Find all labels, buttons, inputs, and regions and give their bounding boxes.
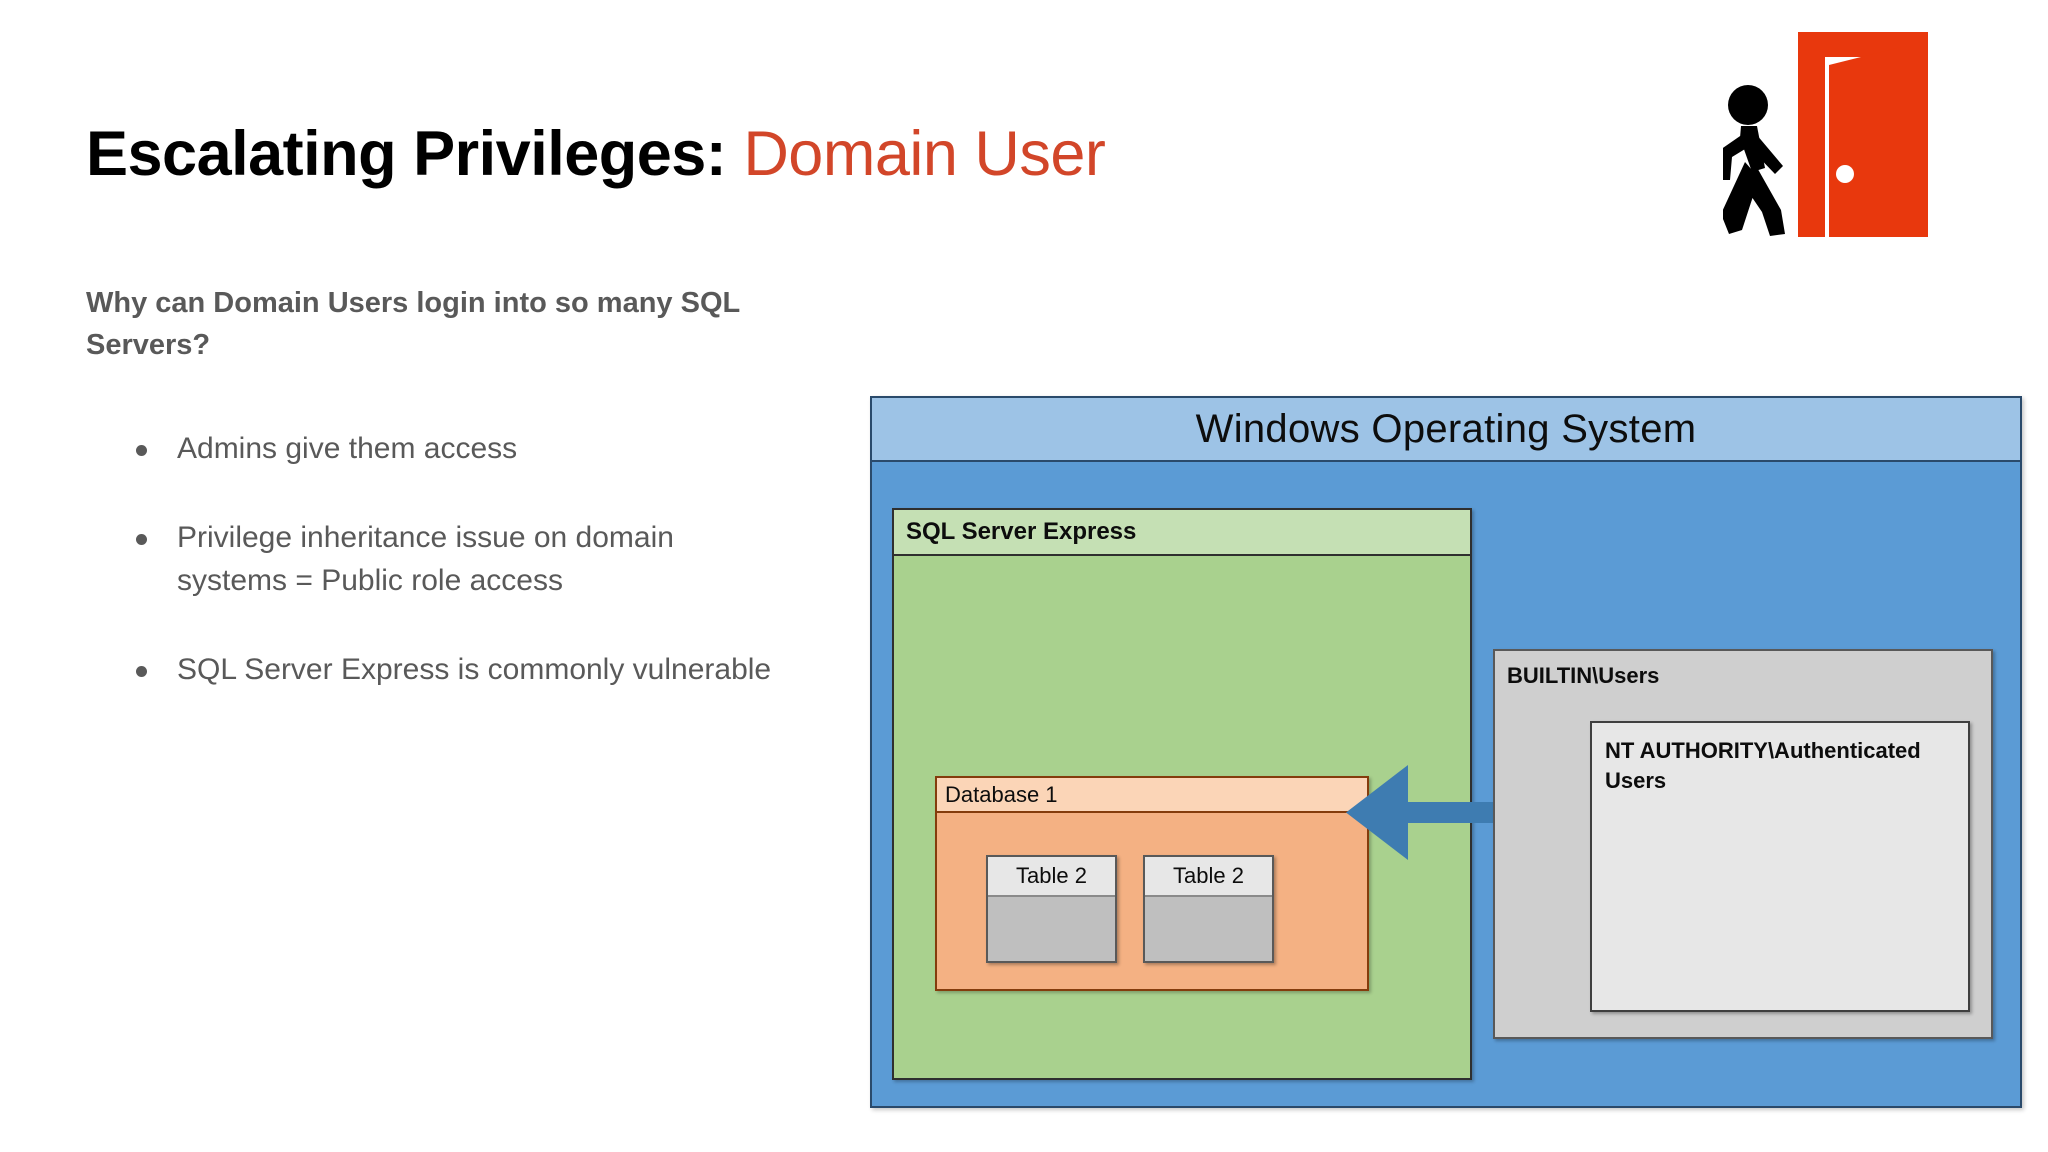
bullet-list: Admins give them access Privilege inheri… (136, 428, 776, 738)
bullet-dot-icon (136, 665, 147, 677)
sql-server-express-label: SQL Server Express (894, 510, 1470, 556)
page-title-prefix: Escalating Privileges: (86, 119, 727, 189)
database-panel: Database 1 Table 2 Table 2 (935, 776, 1369, 991)
page-title: Escalating Privileges: Domain User (86, 119, 1106, 189)
database-body: Table 2 Table 2 (937, 813, 1367, 989)
bullet-text: Admins give them access (177, 432, 518, 465)
sql-server-express-panel: SQL Server Express Database 1 Table 2 Ta… (892, 508, 1472, 1080)
architecture-diagram: Windows Operating System SQL Server Expr… (870, 396, 2022, 1108)
os-body: SQL Server Express Database 1 Table 2 Ta… (872, 462, 2020, 1106)
builtin-users-panel: BUILTIN\Users NT AUTHORITY\Authenticated… (1493, 649, 1993, 1039)
question-text: Why can Domain Users login into so many … (86, 287, 740, 361)
list-item: Admins give them access (136, 428, 776, 470)
authenticated-users-label: NT AUTHORITY\Authenticated Users (1605, 738, 1921, 793)
bullet-text: Privilege inheritance issue on domain sy… (177, 521, 674, 597)
os-title: Windows Operating System (872, 398, 2020, 462)
table-label: Table 2 (1145, 857, 1272, 897)
builtin-users-label: BUILTIN\Users (1507, 663, 1660, 688)
list-item: Privilege inheritance issue on domain sy… (136, 517, 776, 602)
bullet-text: SQL Server Express is commonly vulnerabl… (177, 652, 772, 686)
exit-door-icon (1723, 22, 1953, 237)
bullet-dot-icon (136, 445, 147, 456)
table-box: Table 2 (1143, 855, 1274, 963)
bullet-dot-icon (136, 534, 147, 546)
table-label: Table 2 (988, 857, 1115, 897)
page-title-accent: Domain User (743, 119, 1106, 189)
table-box: Table 2 (986, 855, 1117, 963)
authenticated-users-panel: NT AUTHORITY\Authenticated Users (1590, 721, 1970, 1012)
list-item: SQL Server Express is commonly vulnerabl… (136, 649, 776, 691)
database-label: Database 1 (937, 778, 1367, 813)
